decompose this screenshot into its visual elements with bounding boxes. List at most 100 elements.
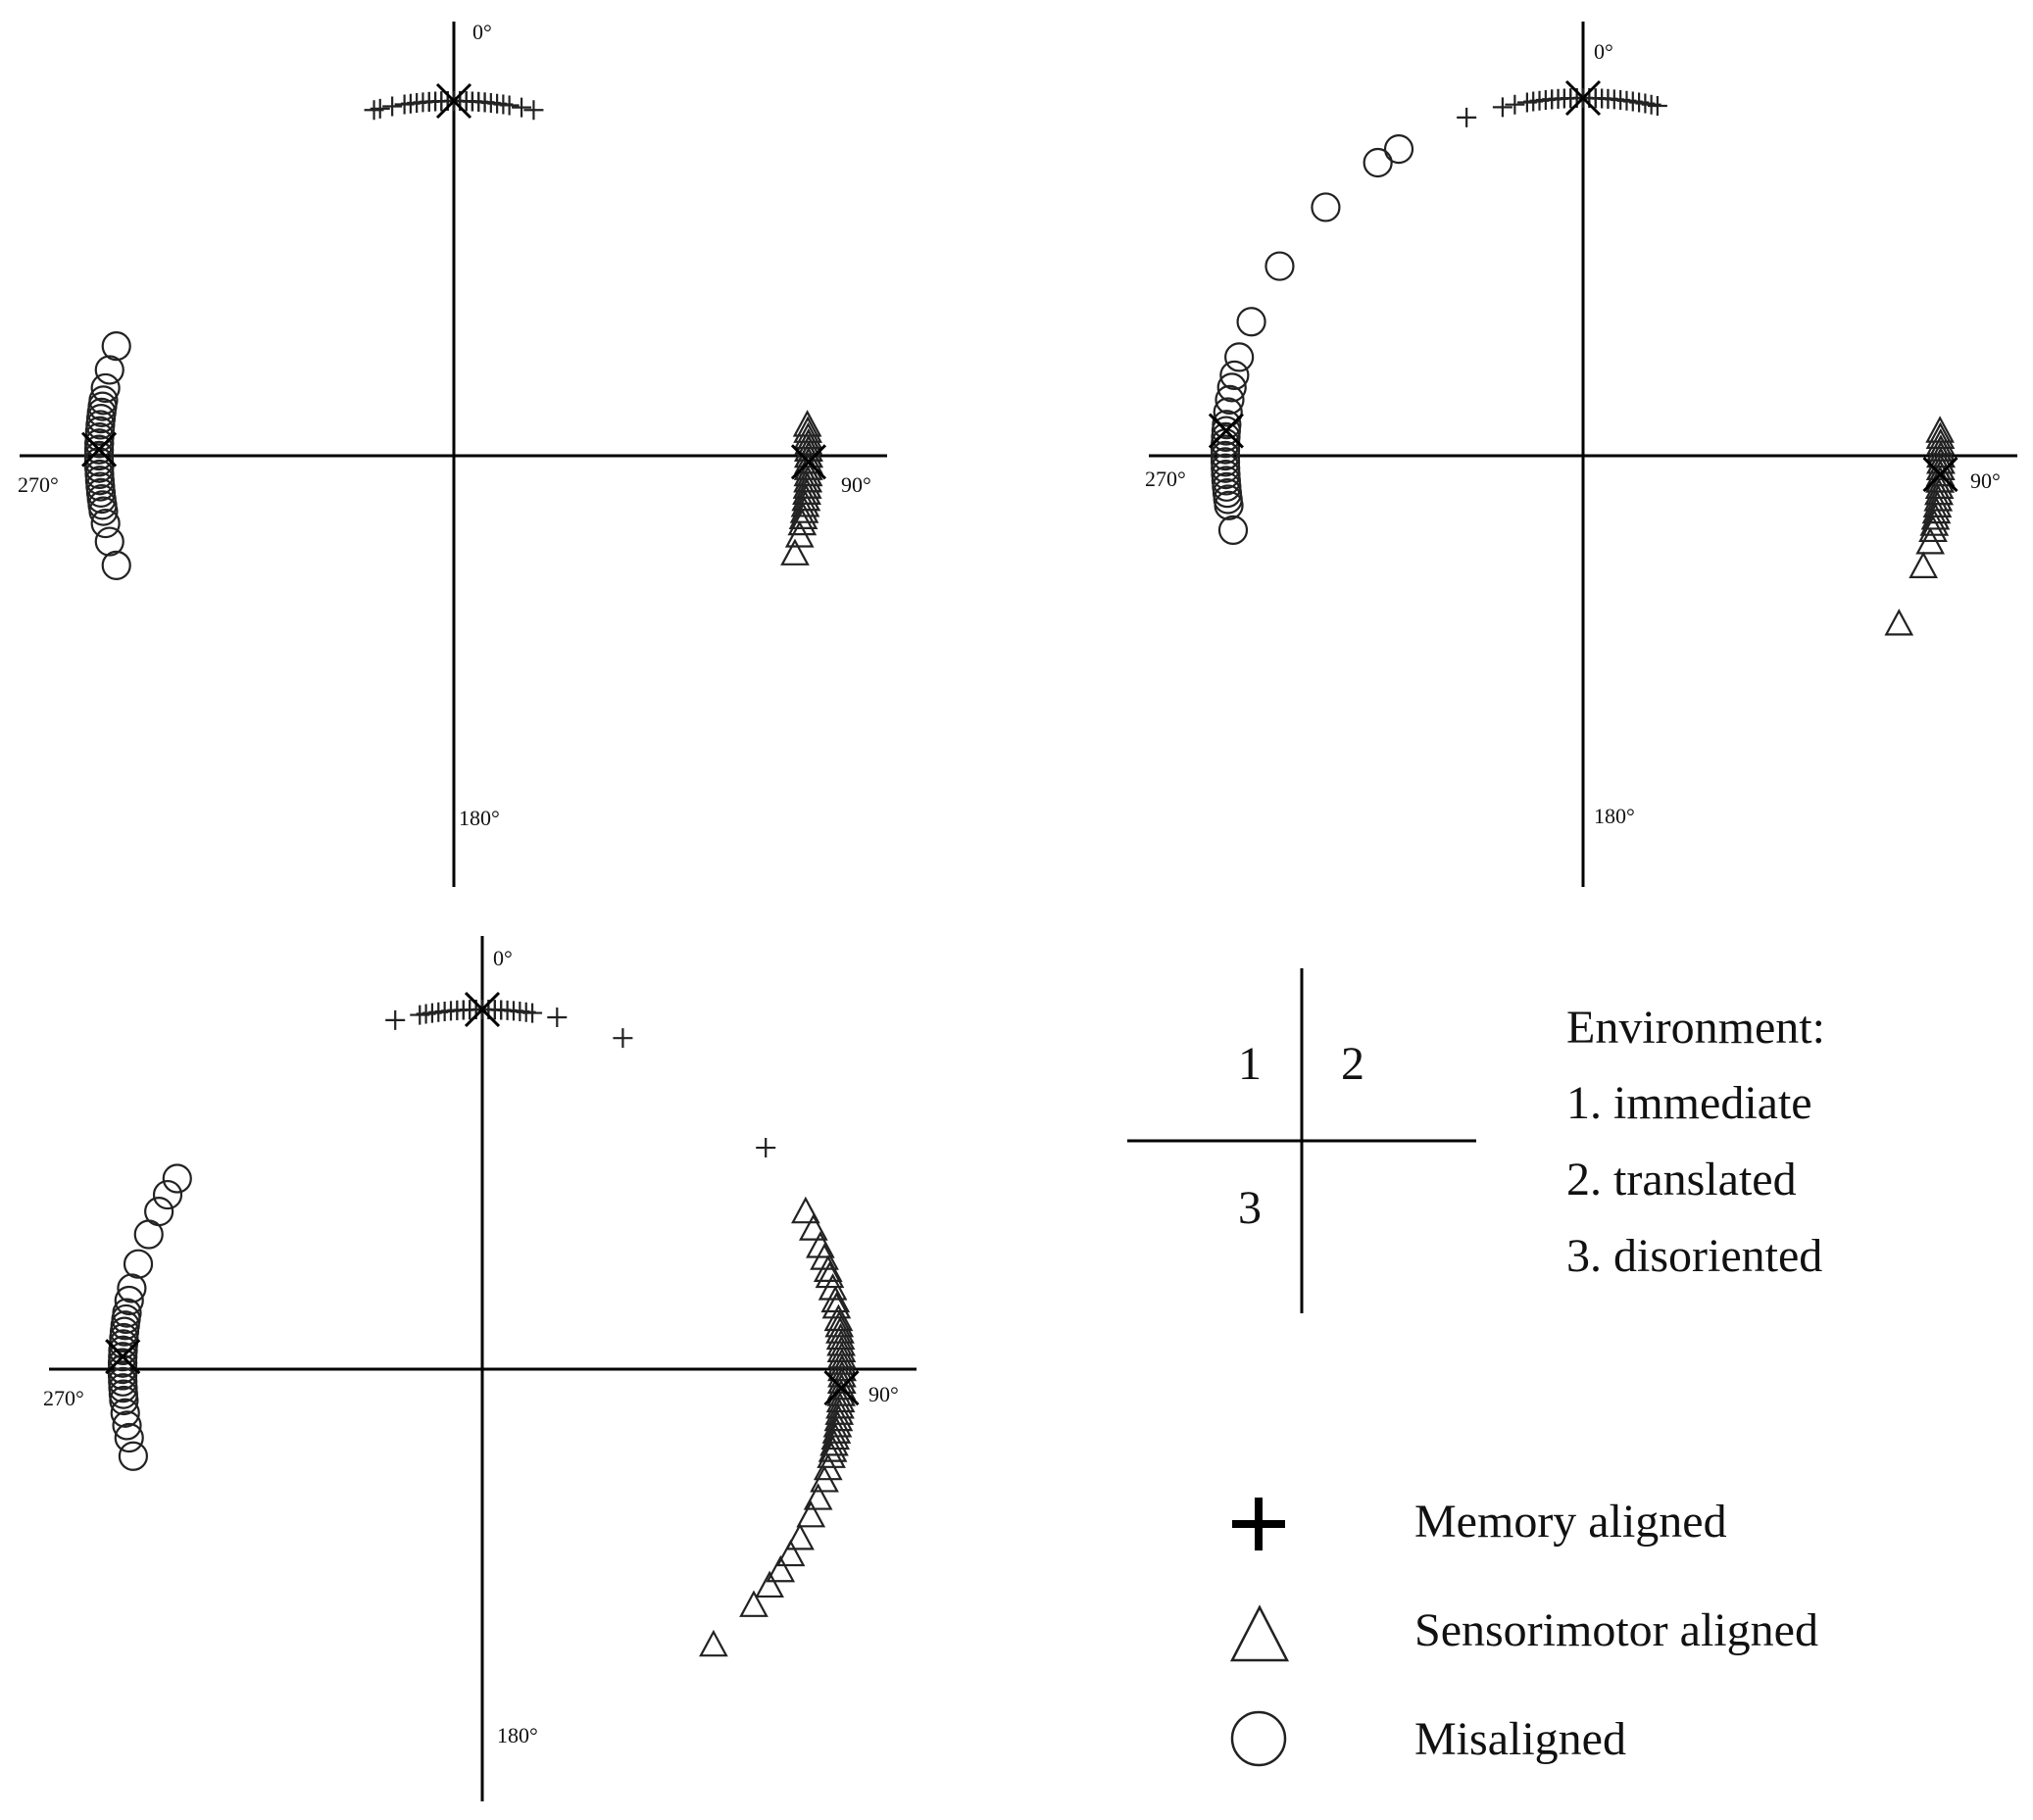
legend-triangle-icon — [1229, 1604, 1290, 1662]
legend-plus-icon — [1232, 1498, 1285, 1550]
panel-3-triangle-point-14 — [826, 1329, 856, 1356]
panel-3-triangle-point-33 — [818, 1435, 848, 1462]
panel-1-tick-270: 270° — [18, 472, 59, 497]
panel-3-triangle-point-41 — [766, 1554, 796, 1583]
panel-1-plus-point-40 — [523, 100, 544, 121]
panel-3-circle-point-14 — [107, 1348, 138, 1378]
panel-3-circle-point-3 — [112, 1410, 142, 1441]
legend-label-misaligned: Misaligned — [1414, 1713, 1626, 1765]
environment-item-immediate: 1. immediate — [1566, 1077, 1812, 1129]
panel-1-triangle-point-2 — [793, 416, 822, 443]
panel-3-circle-point-25 — [117, 1273, 147, 1304]
panel-3-mean-marker-2 — [823, 1370, 860, 1406]
legend-label-sensorimotor-aligned: Sensorimotor aligned — [1414, 1604, 1818, 1656]
panel-3-triangle-point-37 — [803, 1483, 833, 1510]
panel-3-triangle-point-34 — [817, 1441, 846, 1468]
panel-3-circle-point-23 — [112, 1298, 142, 1328]
panel-3-plus-point-1 — [385, 1009, 406, 1030]
environment-heading: Environment: — [1566, 1002, 1825, 1054]
key-quadrant-2: 2 — [1341, 1038, 1364, 1090]
panel-2-triangle-point-1 — [1925, 416, 1955, 443]
panel-2-circle-point-21 — [1224, 342, 1255, 372]
panel-2-tick-90: 90° — [1970, 468, 2001, 493]
panel-1-plus-point-39 — [512, 97, 532, 118]
panel-2-data-marks — [1208, 79, 1959, 636]
panel-3-triangle-point-42 — [755, 1570, 784, 1599]
panel-1-circle-point-10 — [84, 459, 115, 490]
panel-2-circle-point-7 — [1211, 460, 1241, 490]
panel-1-triangle-point-12 — [794, 447, 823, 474]
panel-1-plus-point-38 — [499, 95, 520, 116]
panel-1-plus-point-3 — [382, 96, 403, 117]
panel-3-plus-point-30 — [547, 1008, 568, 1028]
environment-item-translated: 2. translated — [1566, 1154, 1797, 1205]
panel-1-circle-point-20 — [84, 428, 115, 459]
panel-1-circle-point-29 — [94, 355, 124, 385]
panel-2-circle-point-8 — [1211, 453, 1241, 483]
panel-1-plus-point-2 — [370, 98, 390, 119]
panel-3-triangle-point-38 — [796, 1500, 826, 1528]
panel-3-triangle-point-40 — [775, 1539, 806, 1567]
panel-3-circle-point-4 — [110, 1398, 140, 1428]
panel-2-circle-point-17 — [1213, 397, 1243, 427]
panel-3-triangle-point-5 — [813, 1254, 843, 1282]
panel-1-mean-marker-2 — [790, 444, 827, 480]
panel-3-triangle-point-44 — [699, 1629, 728, 1657]
panel-2-circle-point-24 — [1311, 192, 1341, 222]
panel-2-mean-marker-3 — [1208, 413, 1244, 449]
panel-2-tick-270: 270° — [1145, 467, 1186, 491]
panel-3-mean-marker-1 — [464, 991, 501, 1028]
panel-3-circle-point-28 — [144, 1197, 174, 1227]
panel-2-triangle-point-27 — [1884, 609, 1914, 636]
panel-3-plus-point-31 — [613, 1028, 633, 1049]
panel-3-circle-point-8 — [108, 1366, 138, 1397]
panel-3-plus-point-32 — [756, 1138, 776, 1158]
panel-1-circle-point-27 — [88, 385, 119, 416]
panel-2-tick-180: 180° — [1594, 804, 1635, 828]
panel-2-plus-point-36 — [1647, 95, 1667, 116]
panel-1-triangle-point-16 — [793, 459, 823, 487]
panel-3-circle-point-26 — [123, 1249, 154, 1279]
environment-key: 1 2 3 Environment: 1. immediate 2. trans… — [1127, 968, 1825, 1313]
panel-3-triangle-point-17 — [827, 1348, 857, 1375]
panel-2-triangle-point-22 — [1920, 503, 1951, 530]
panel-1-tick-0: 0° — [472, 20, 492, 44]
panel-2-triangle-point-24 — [1918, 515, 1948, 543]
panel-3-triangle-point-31 — [820, 1422, 851, 1451]
panel-3-triangle-point-4 — [810, 1243, 839, 1270]
panel-3-data-marks — [105, 991, 860, 1657]
panel-1-triangle-point-1 — [792, 410, 822, 437]
panel-3-circle-point-24 — [114, 1285, 144, 1316]
panel-1-tick-90: 90° — [841, 472, 871, 497]
panel-3-circle-point-2 — [114, 1422, 144, 1453]
panel-3-triangle-point-32 — [819, 1428, 849, 1456]
panel-3-triangle-point-43 — [739, 1590, 769, 1617]
panel-2-tick-0: 0° — [1594, 39, 1613, 64]
panel-3-disoriented: 0° 90° 180° 270° — [43, 936, 917, 1801]
panel-1-triangle-point-30 — [780, 538, 810, 566]
panel-3-triangle-point-6 — [815, 1260, 845, 1289]
panel-2-circle-point-16 — [1212, 410, 1242, 440]
panel-2-circle-point-19 — [1216, 372, 1247, 403]
panel-2-circle-point-26 — [1383, 134, 1414, 165]
panel-2-circle-point-9 — [1210, 447, 1241, 477]
panel-3-circle-point-30 — [162, 1163, 192, 1194]
panel-3-triangle-point-35 — [813, 1452, 843, 1481]
environment-item-disoriented: 3. disoriented — [1566, 1230, 1822, 1282]
panel-2-circle-point-18 — [1215, 384, 1245, 416]
panel-3-circle-point-22 — [111, 1304, 141, 1335]
panel-3-circle-point-7 — [108, 1373, 138, 1403]
panel-3-tick-270: 270° — [43, 1386, 84, 1410]
panel-2-circle-point-23 — [1264, 251, 1295, 281]
panel-2-circle-point-11 — [1210, 440, 1241, 471]
panel-1-circle-point-18 — [83, 434, 115, 465]
panel-1-circle-point-30 — [101, 331, 131, 362]
panel-3-triangle-point-1 — [791, 1196, 820, 1224]
panel-2-circle-point-12 — [1210, 434, 1241, 465]
panel-1-circle-point-1 — [101, 550, 131, 580]
panel-1-circle-point-16 — [83, 440, 115, 471]
panel-1-circle-point-3 — [90, 508, 121, 539]
panel-1-data-marks — [80, 82, 827, 580]
key-quadrant-3: 3 — [1238, 1182, 1262, 1234]
